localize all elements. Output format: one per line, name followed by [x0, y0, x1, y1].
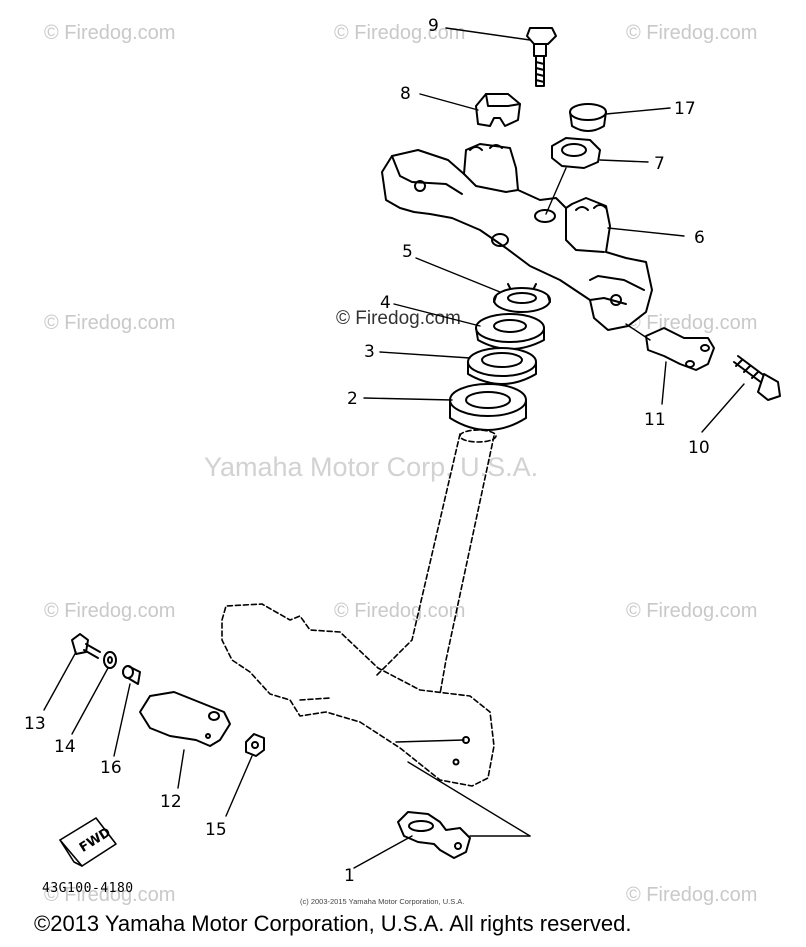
cap-part-17: [569, 103, 607, 132]
washer-part-14: [103, 651, 117, 669]
callout-1: 1: [344, 866, 355, 886]
callout-14: 14: [54, 737, 76, 757]
callout-2: 2: [347, 389, 358, 409]
bearing-part-3: [467, 347, 537, 385]
bolt-part-13: [71, 633, 101, 659]
callout-11: 11: [644, 410, 666, 430]
watermark-firedog: © Firedog.com: [626, 312, 758, 334]
watermark-firedog: © Firedog.com: [44, 600, 176, 622]
steering-stem-dashed: [221, 429, 497, 787]
callout-10: 10: [688, 438, 710, 458]
ring-nut-part-5: [493, 283, 551, 313]
callout-17: 17: [674, 99, 696, 119]
bearing-race-part-2: [449, 383, 527, 431]
bearing-cover-part-4: [475, 313, 545, 350]
callout-13: 13: [24, 714, 46, 734]
bolt-part-10: [733, 355, 781, 401]
callout-7: 7: [654, 154, 665, 174]
nut-part-7: [551, 137, 601, 169]
upper-bracket-part-6: [381, 143, 653, 331]
callout-16: 16: [100, 758, 122, 778]
watermark-firedog: © Firedog.com: [626, 600, 758, 622]
callout-9: 9: [428, 16, 439, 36]
nut-part-15: [245, 733, 265, 757]
callout-3: 3: [364, 342, 375, 362]
collar-part-16: [122, 665, 141, 685]
clamp-part-12: [139, 691, 231, 747]
cable-clamp-part-11: [645, 327, 715, 371]
watermark-yamaha: Yamaha Motor Corp, U.S.A.: [204, 452, 539, 482]
copyright-notice: ©2013 Yamaha Motor Corporation, U.S.A. A…: [34, 911, 632, 936]
handlebar-holder-part-8: [475, 93, 521, 127]
watermark-firedog: © Firedog.com: [44, 312, 176, 334]
callout-6: 6: [694, 228, 705, 248]
watermark-firedog: © Firedog.com: [334, 22, 466, 44]
watermark-firedog: © Firedog.com: [44, 22, 176, 44]
part-number: 43G100-4180: [42, 881, 134, 896]
leader-lines: [43, 27, 745, 869]
callout-12: 12: [160, 792, 182, 812]
watermark-firedog: © Firedog.com: [626, 884, 758, 906]
callout-15: 15: [205, 820, 227, 840]
cable-guide-part-1: [397, 811, 471, 859]
small-copyright: (c) 2003-2015 Yamaha Motor Corporation, …: [300, 897, 465, 906]
callout-5: 5: [402, 242, 413, 262]
watermark-firedog: © Firedog.com: [44, 884, 176, 906]
callout-8: 8: [400, 84, 411, 104]
watermark-firedog: © Firedog.com: [626, 22, 758, 44]
callout-4: 4: [380, 293, 391, 313]
bolt-part-9: [526, 27, 557, 87]
fwd-arrow: [59, 817, 117, 867]
watermark-firedog: © Firedog.com: [334, 600, 466, 622]
